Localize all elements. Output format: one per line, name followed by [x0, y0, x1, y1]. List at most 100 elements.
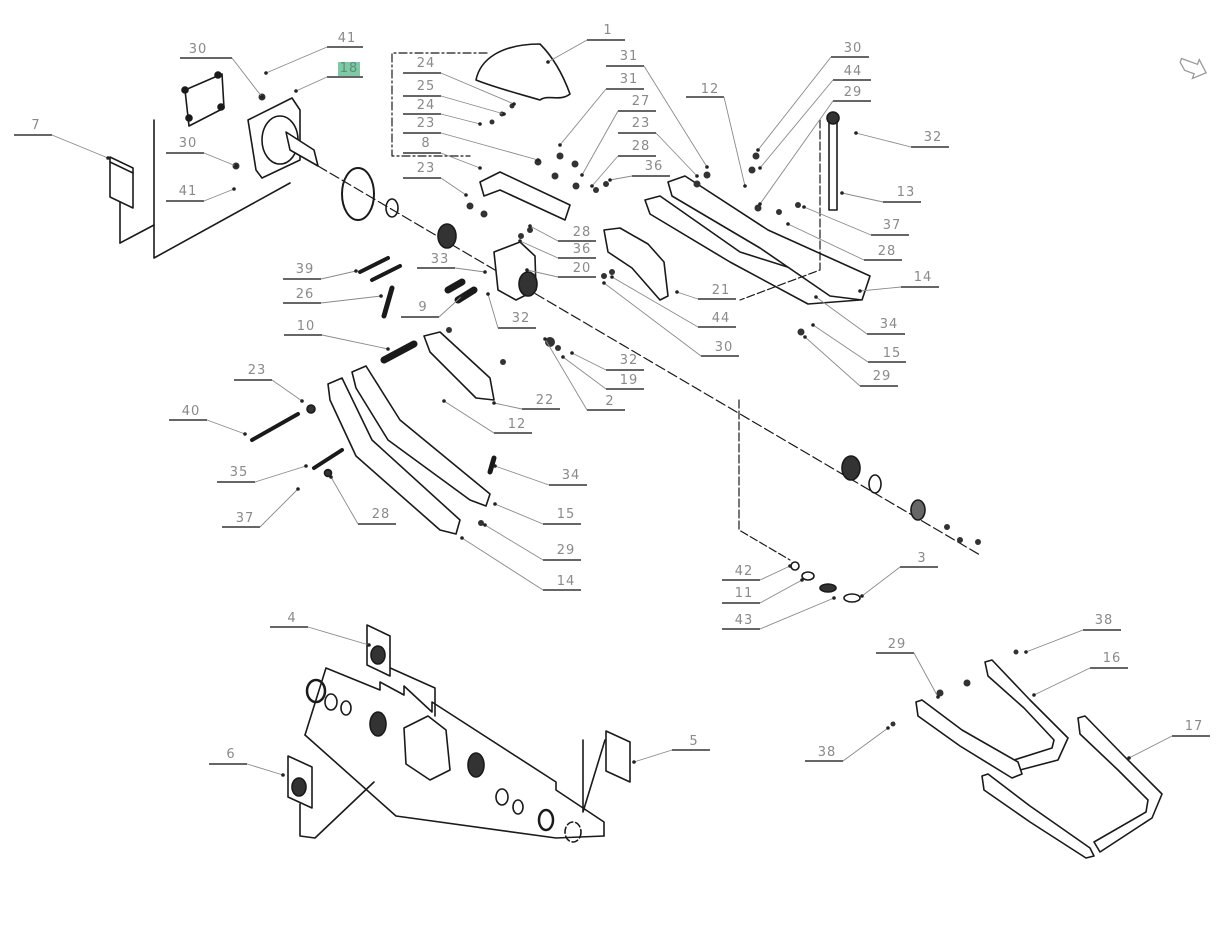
callout-leader: [861, 566, 901, 597]
callout-24: [403, 113, 482, 126]
callout-20: [525, 268, 596, 278]
callout-label-24: 24: [416, 56, 436, 71]
callout-arrowhead: [800, 578, 804, 582]
callout-label-44: 44: [843, 64, 863, 79]
callout-29: [876, 652, 940, 699]
callout-leader: [519, 240, 559, 259]
callout-arrowhead: [483, 270, 487, 274]
callout-arrowhead: [486, 292, 490, 296]
callout-label-6: 6: [226, 747, 236, 762]
callout-leader: [206, 419, 246, 435]
callout-arrowhead: [558, 143, 562, 147]
callout-arrowhead: [840, 191, 844, 195]
callout-30: [166, 152, 238, 168]
next-view-arrow-icon[interactable]: [1176, 55, 1210, 81]
callout-leader: [320, 270, 357, 280]
callout-arrowhead: [512, 102, 516, 106]
callout-arrowhead: [493, 502, 497, 506]
callout-arrowhead: [756, 148, 760, 152]
callout-arrowhead: [886, 726, 890, 730]
callout-arrowhead: [610, 275, 614, 279]
callout-leader: [759, 597, 835, 630]
callout-16: [1032, 667, 1128, 697]
callout-11: [722, 578, 804, 604]
callout-label-23: 23: [416, 116, 436, 131]
callout-arrowhead: [858, 289, 862, 293]
bracket-17: [1077, 715, 1163, 853]
kit-outline-5: [582, 739, 606, 813]
arm-14-lower-a: [327, 377, 461, 535]
callout-label-22: 22: [535, 393, 555, 408]
callout-label-2: 2: [605, 394, 615, 409]
post-13: [828, 117, 838, 211]
callout-arrowhead: [460, 294, 464, 298]
callout-23: [403, 177, 468, 197]
nut-23: [306, 404, 316, 414]
callout-leader: [804, 336, 861, 387]
callout-37: [802, 205, 909, 236]
callout-label-30: 30: [714, 340, 734, 355]
callout-leader: [759, 565, 791, 581]
arm-plate-21: [603, 227, 669, 301]
callout-arrowhead: [478, 122, 482, 126]
callout-arrowhead: [802, 205, 806, 209]
seal-left: [305, 678, 327, 704]
callout-label-3: 3: [917, 551, 927, 566]
callout-label-17: 17: [1184, 719, 1204, 734]
callout-label-42: 42: [734, 564, 754, 579]
callout-arrowhead: [570, 351, 574, 355]
callout-leader: [759, 579, 803, 604]
kit-outline-lower-b: [304, 734, 605, 839]
callout-12: [442, 399, 532, 434]
callout-label-23: 23: [416, 161, 436, 176]
callout-arrowhead: [528, 224, 532, 228]
callout-arrowhead: [561, 355, 565, 359]
callout-arrowhead: [264, 71, 268, 75]
callout-leader: [320, 295, 382, 304]
callout-arrowhead: [743, 184, 747, 188]
callout-leader: [855, 132, 912, 148]
callout-leader: [1128, 735, 1173, 759]
callout-label-19: 19: [619, 373, 639, 388]
callout-leader: [757, 56, 832, 151]
callout-arrowhead: [442, 399, 446, 403]
callout-5: [632, 749, 710, 764]
callout-label-5: 5: [689, 734, 699, 749]
callout-label-39: 39: [295, 262, 315, 277]
callout-label-15: 15: [556, 507, 576, 522]
bracket-22: [423, 331, 495, 401]
callout-leader: [494, 465, 550, 486]
callout-arrowhead: [281, 773, 285, 777]
callout-leader: [461, 537, 544, 591]
callout-leader: [231, 57, 263, 98]
callout-label-30: 30: [188, 42, 208, 57]
callout-label-41: 41: [337, 31, 357, 46]
callout-label-35: 35: [229, 465, 249, 480]
callout-label-23: 23: [631, 116, 651, 131]
callout-arrowhead: [493, 464, 497, 468]
callout-label-9: 9: [418, 300, 428, 315]
pin-10: [380, 340, 418, 364]
callout-38: [805, 726, 890, 762]
callout-leader: [815, 296, 868, 335]
callout-41: [166, 187, 236, 202]
callout-label-18[interactable]: 18: [338, 61, 360, 76]
callout-arrowhead: [786, 222, 790, 226]
callout-leader: [547, 39, 588, 63]
callout-leader: [803, 206, 872, 236]
seal-roller-a: [369, 711, 387, 737]
callout-1: [546, 39, 625, 64]
callout-label-36: 36: [572, 242, 592, 257]
callout-leader: [633, 749, 673, 763]
callout-38: [1024, 629, 1121, 654]
callout-label-16: 16: [1102, 651, 1122, 666]
callout-arrowhead: [460, 536, 464, 540]
callout-arrowhead: [294, 89, 298, 93]
callout-26: [283, 294, 383, 304]
callout-31: [558, 88, 644, 147]
bolt-35: [312, 448, 344, 470]
assembly-axis: [317, 165, 981, 556]
callout-arrowhead: [632, 760, 636, 764]
callout-leader: [443, 400, 495, 434]
callout-21: [675, 290, 736, 300]
